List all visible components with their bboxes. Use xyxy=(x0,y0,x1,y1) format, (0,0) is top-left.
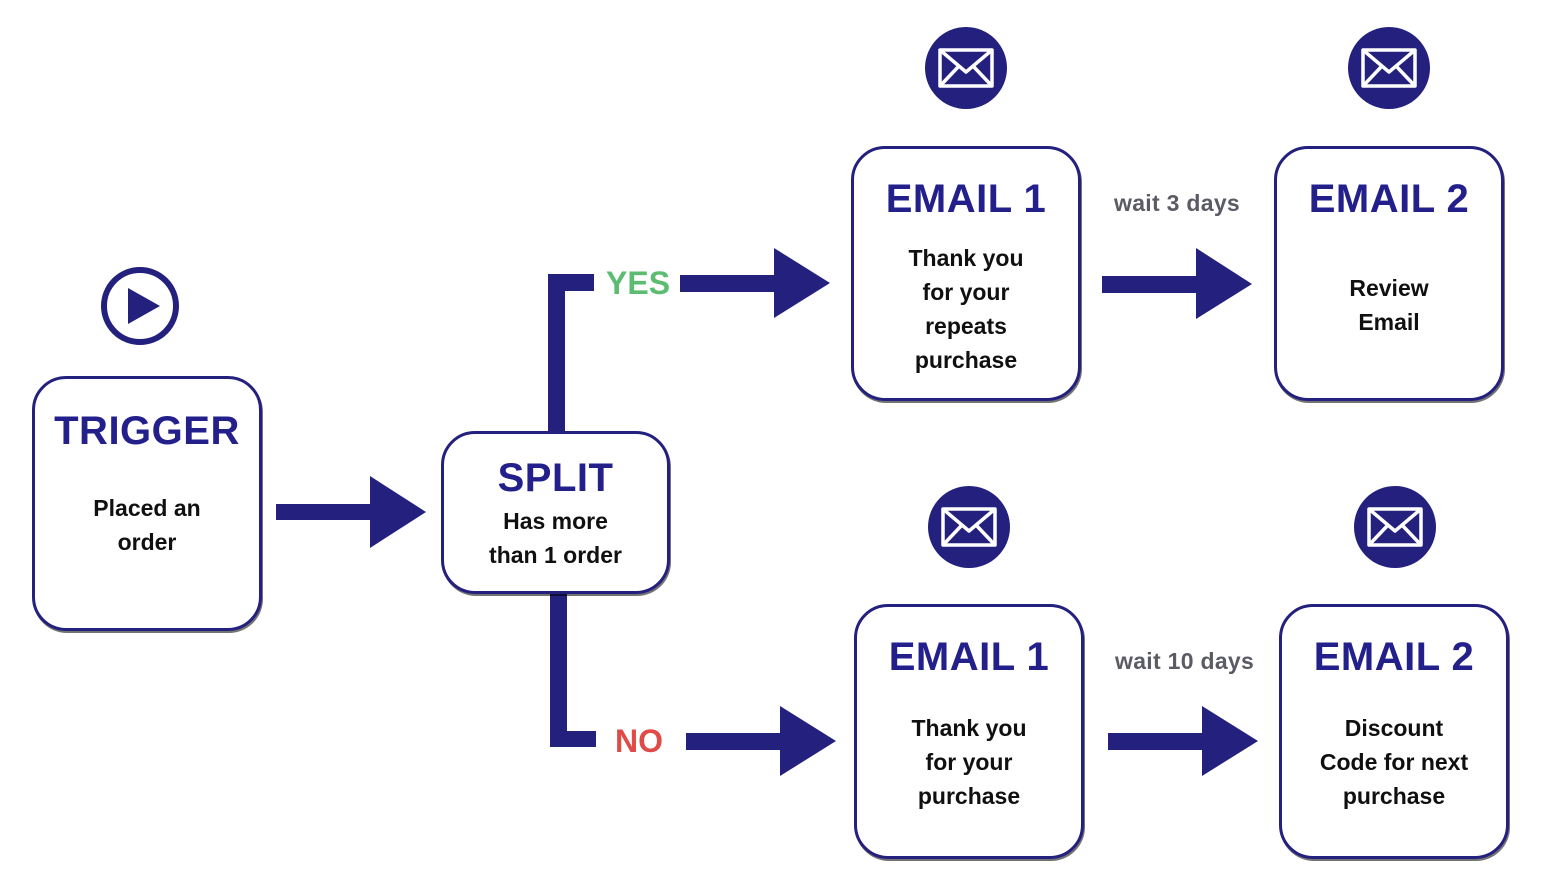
play-icon xyxy=(98,264,182,348)
no-email2-title: EMAIL 2 xyxy=(1313,635,1475,679)
yes-email2-text: Review Email xyxy=(1349,275,1429,335)
no-wait-label: wait 10 days xyxy=(1115,648,1255,674)
yes-email2-node: EMAIL 2 Review Email xyxy=(1274,146,1504,401)
yes-email2-title: EMAIL 2 xyxy=(1308,177,1470,221)
mail-icon xyxy=(1347,26,1431,110)
split-text: Has more than 1 order xyxy=(489,508,622,568)
arrow-trigger-to-split xyxy=(276,476,426,548)
connector-split-no xyxy=(550,592,596,747)
yes-email1-text: Thank you for your repeats purchase xyxy=(908,245,1024,373)
no-email1-node: EMAIL 1 Thank you for your purchase xyxy=(854,604,1084,859)
no-email2-node: EMAIL 2 Discount Code for next purchase xyxy=(1279,604,1509,859)
arrow-yes-to-email1 xyxy=(680,248,830,318)
no-email1-title: EMAIL 1 xyxy=(888,635,1050,679)
mail-icon xyxy=(924,26,1008,110)
yes-label: YES xyxy=(606,265,671,301)
arrow-email1-to-email2-top xyxy=(1102,248,1252,319)
mail-icon xyxy=(1353,485,1437,569)
arrow-email1-to-email2-bottom xyxy=(1108,706,1258,776)
yes-email1-title: EMAIL 1 xyxy=(885,177,1047,221)
mail-icon xyxy=(927,485,1011,569)
split-node: SPLIT Has more than 1 order xyxy=(441,431,670,594)
split-title: SPLIT xyxy=(497,456,614,500)
trigger-title: TRIGGER xyxy=(54,409,240,453)
no-email2-text: Discount Code for next purchase xyxy=(1319,715,1469,809)
trigger-text: Placed an order xyxy=(93,495,201,555)
trigger-node: TRIGGER Placed an order xyxy=(32,376,262,631)
arrow-no-to-email1 xyxy=(686,706,836,776)
connector-split-yes xyxy=(548,274,594,434)
no-label: NO xyxy=(615,723,663,759)
yes-wait-label: wait 3 days xyxy=(1114,190,1241,216)
no-email1-text: Thank you for your purchase xyxy=(911,715,1027,809)
yes-email1-node: EMAIL 1 Thank you for your repeats purch… xyxy=(851,146,1081,401)
